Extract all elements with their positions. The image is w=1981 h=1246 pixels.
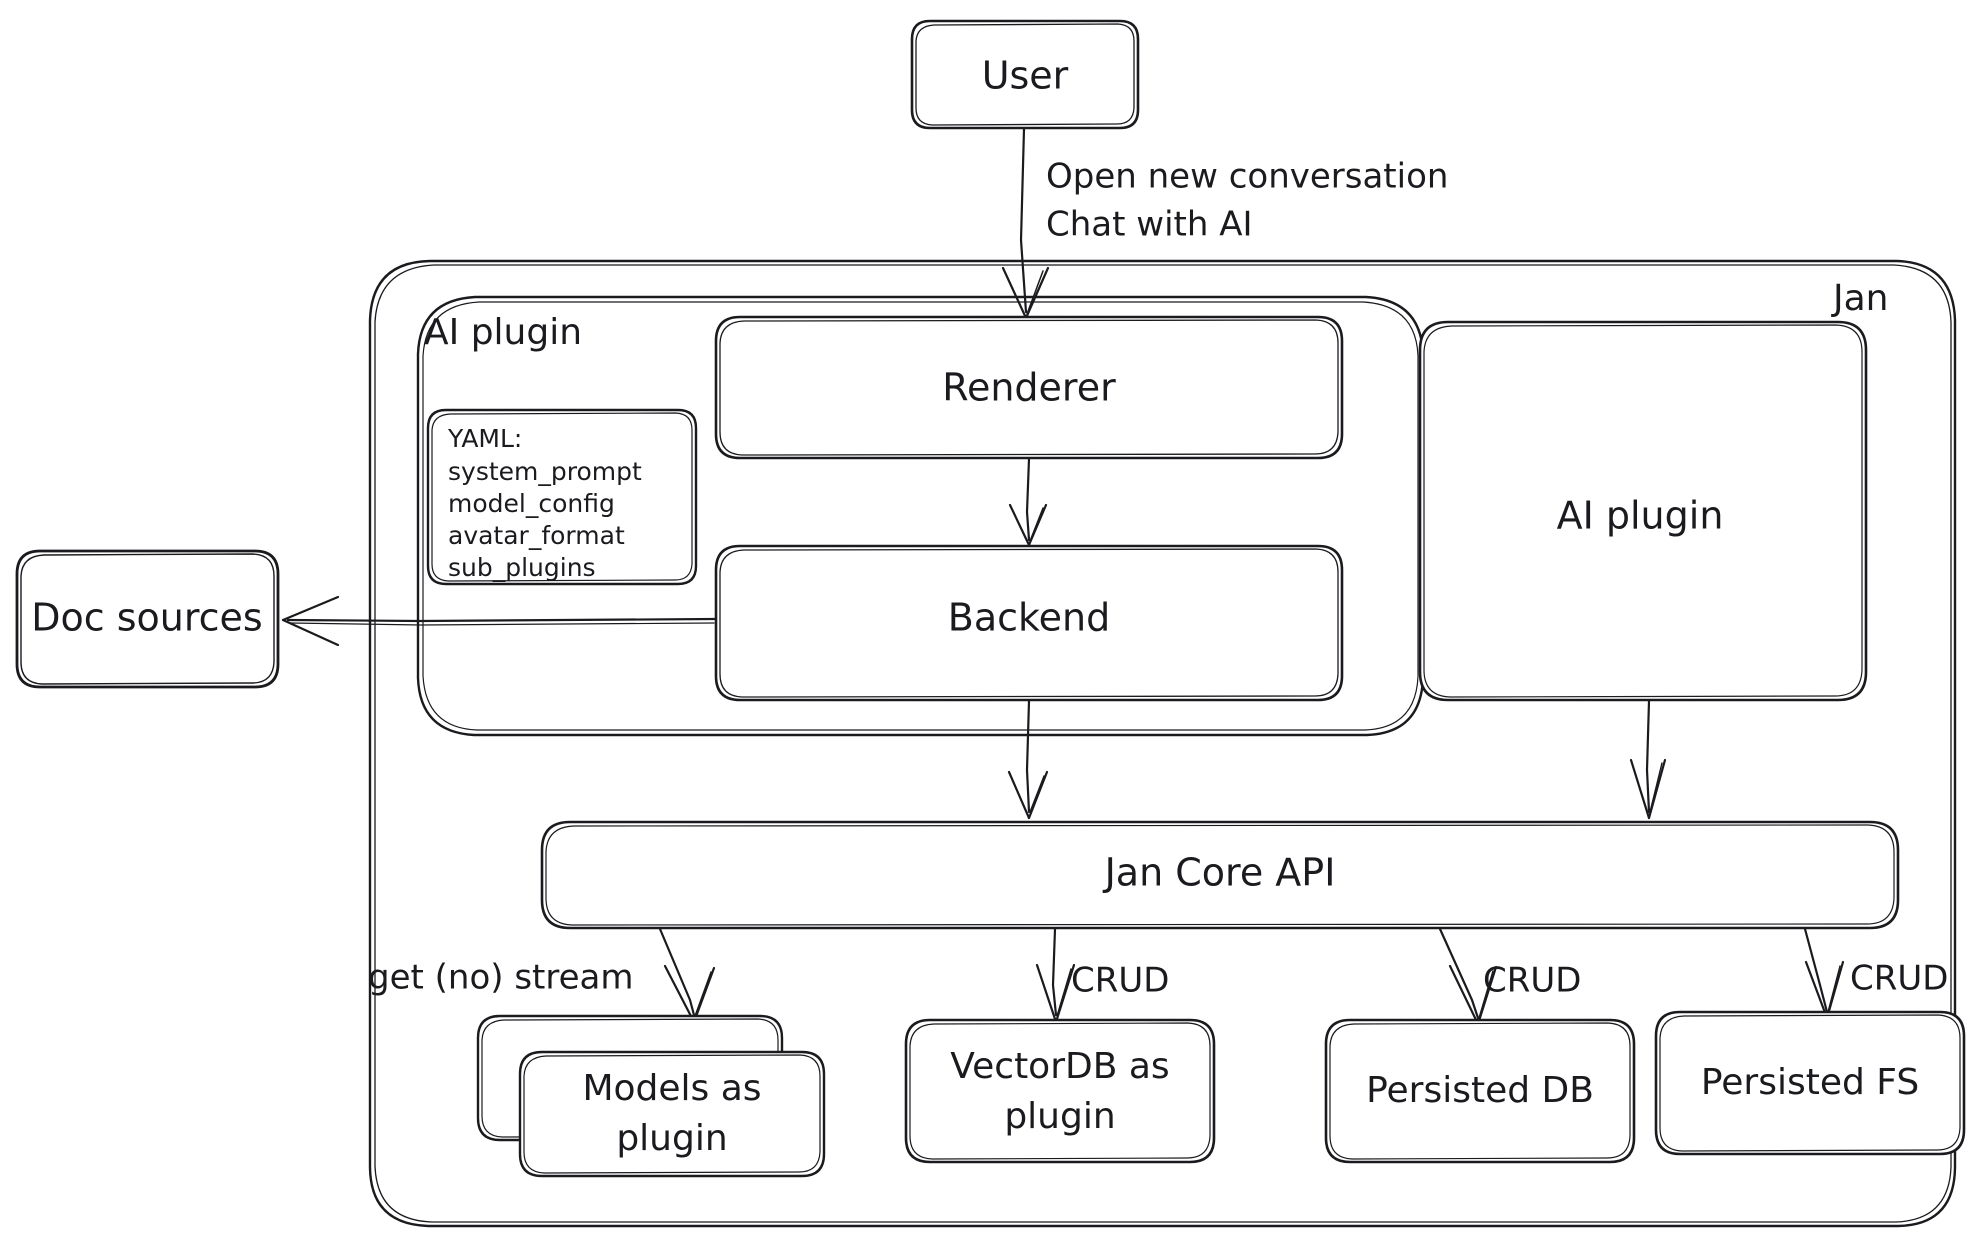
node-vectordb-as-plugin[interactable]: VectorDB as plugin (904, 1018, 1216, 1164)
edge-label-user-renderer-line1: Open new conversation (1046, 157, 1448, 197)
edge-label-user-renderer-line2: Chat with AI (1046, 205, 1253, 245)
container-jan: Jan (368, 259, 1957, 1228)
node-renderer[interactable]: Renderer (714, 315, 1344, 460)
node-models-as-plugin[interactable]: Models as plugin (476, 1014, 826, 1178)
edge-label-api-to-persisted-db: CRUD (1483, 961, 1581, 1001)
yaml-key-avatar-format: avatar_format (448, 521, 625, 550)
edge-label-api-to-models: get (no) stream (368, 958, 633, 998)
node-ai-plugin-right[interactable]: AI plugin (1418, 320, 1868, 702)
container-ai-plugin-group: AI plugin (416, 295, 1425, 737)
edge-backend-to-jan-core-api (1007, 699, 1049, 820)
edge-api-to-persisted-fs: CRUD (1803, 927, 1948, 1020)
edge-renderer-to-backend (1008, 457, 1048, 547)
edge-backend-to-doc-sources (281, 595, 717, 647)
node-doc-sources-label: Doc sources (31, 596, 262, 640)
node-models-as-plugin-label-line2: plugin (616, 1118, 727, 1159)
yaml-key-system-prompt: system_prompt (448, 457, 642, 486)
edge-user-to-renderer: Open new conversation Chat with AI (1001, 127, 1448, 320)
node-persisted-fs-label: Persisted FS (1701, 1062, 1919, 1103)
container-ai-plugin-group-label: AI plugin (424, 312, 582, 353)
node-vectordb-as-plugin-label-line1: VectorDB as (950, 1046, 1169, 1087)
node-persisted-db[interactable]: Persisted DB (1324, 1018, 1636, 1164)
node-persisted-fs[interactable]: Persisted FS (1654, 1010, 1966, 1156)
node-models-as-plugin-label-line1: Models as (582, 1068, 761, 1109)
edge-ai-plugin-to-jan-core-api (1629, 699, 1667, 820)
node-renderer-label: Renderer (942, 366, 1116, 410)
edge-label-api-to-persisted-fs: CRUD (1850, 959, 1948, 999)
node-doc-sources[interactable]: Doc sources (15, 549, 280, 689)
edge-api-to-persisted-db: CRUD (1438, 927, 1581, 1026)
yaml-key-sub-plugins: sub_plugins (448, 553, 596, 582)
node-backend[interactable]: Backend (714, 544, 1344, 702)
node-jan-core-api[interactable]: Jan Core API (540, 820, 1900, 930)
node-backend-label: Backend (948, 596, 1110, 640)
node-jan-core-api-label: Jan Core API (1103, 851, 1336, 895)
node-user-label: User (982, 54, 1069, 98)
edge-label-api-to-vectordb: CRUD (1071, 961, 1169, 1001)
node-persisted-db-label: Persisted DB (1366, 1070, 1594, 1111)
container-jan-label: Jan (1831, 278, 1889, 319)
node-user[interactable]: User (910, 19, 1140, 130)
yaml-heading: YAML: (447, 424, 522, 453)
node-vectordb-as-plugin-label-line2: plugin (1004, 1096, 1115, 1137)
node-ai-plugin-right-label: AI plugin (1557, 494, 1724, 538)
edge-api-to-models: get (no) stream (368, 927, 716, 1024)
yaml-key-model-config: model_config (448, 489, 615, 518)
node-yaml-card[interactable]: YAML: system_prompt model_config avatar_… (426, 408, 698, 586)
edge-api-to-vectordb: CRUD (1035, 927, 1169, 1024)
